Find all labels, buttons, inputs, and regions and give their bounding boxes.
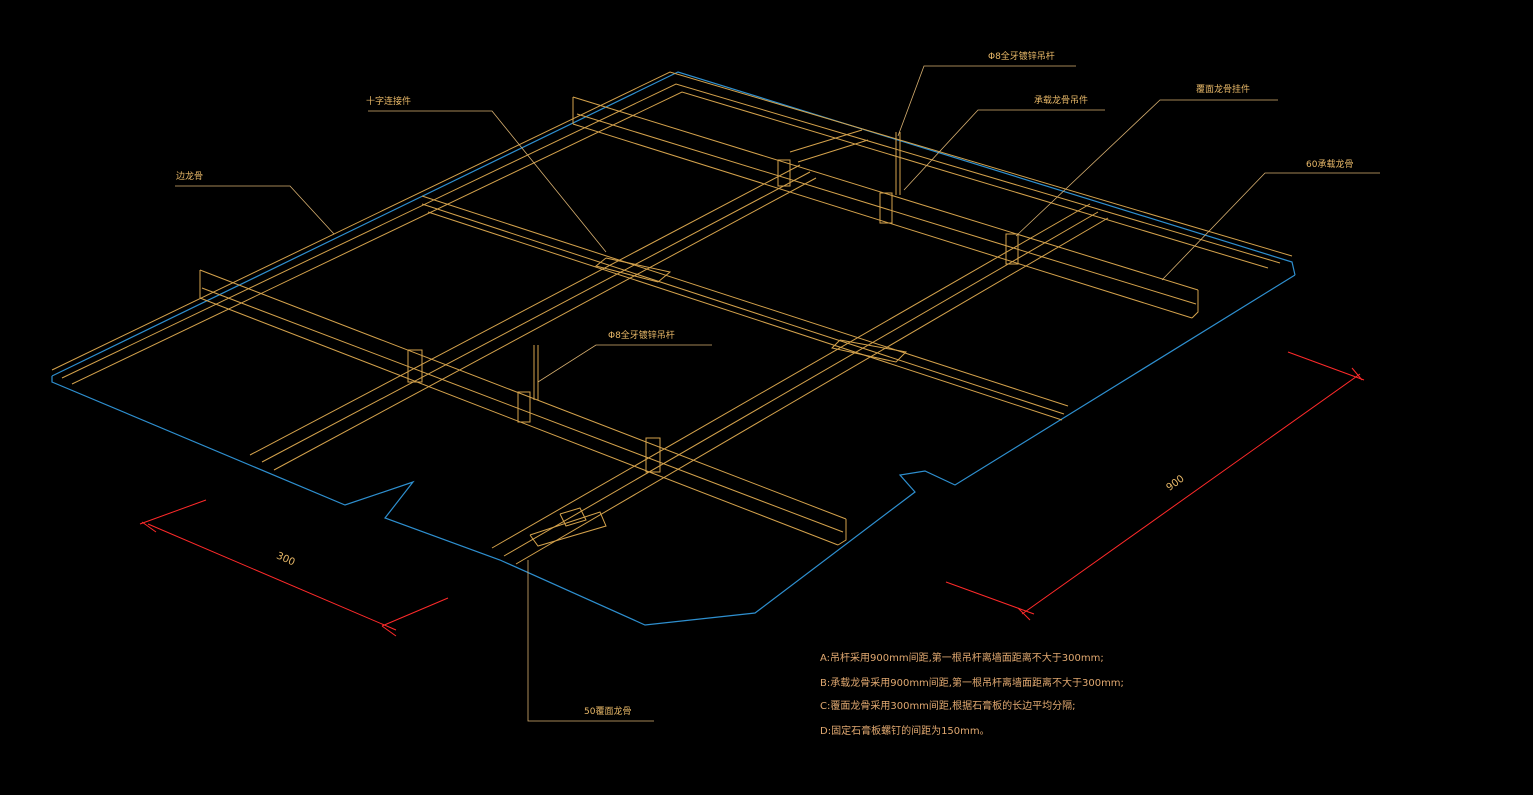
- cover-keel-a1: [421, 195, 1069, 407]
- main-keel-front-tail: [837, 519, 847, 546]
- cross-connector-2: [830, 339, 908, 363]
- cover-keel-b1-l: [249, 164, 801, 456]
- dimension-right-ext-2: [945, 581, 1035, 615]
- dimension-left-tick-2: [381, 625, 397, 637]
- label-main-keel-60: 60承载龙骨: [1306, 160, 1354, 170]
- dimension-left-ext-2: [381, 597, 449, 627]
- leader-rod-top: [897, 65, 1076, 137]
- main-keel-back-mid: [576, 113, 1197, 305]
- main-keel-front-top: [199, 269, 847, 520]
- dimension-right-ext-1: [1287, 351, 1365, 381]
- cover-keel-b2-l: [491, 203, 1091, 549]
- cover-keel-back-r: [797, 139, 869, 163]
- hanger-back-3: [1005, 233, 1019, 265]
- dimension-right-line: [1021, 373, 1361, 615]
- main-keel-front-mid: [201, 287, 844, 533]
- edge-keel-rail-outer: [51, 71, 1293, 371]
- label-rod-mid: Φ8全牙镀锌吊杆: [608, 331, 675, 341]
- cover-keel-b1-r: [261, 171, 811, 463]
- board-edge-top: [51, 71, 1296, 377]
- edge-keel-rail-inner: [61, 83, 1281, 379]
- leader-lines: [175, 65, 1380, 722]
- cross-connector-3: [529, 511, 607, 547]
- cover-keel-b2-r2: [515, 217, 1109, 565]
- hanger-front-1: [407, 349, 423, 383]
- dimension-lines: [139, 351, 1365, 637]
- leader-cross-connector: [368, 110, 607, 253]
- leader-main-keel-60: [1161, 172, 1380, 281]
- label-main-keel-hanger: 承载龙骨吊件: [1034, 96, 1089, 106]
- hanger-back-1: [777, 159, 791, 187]
- dimension-left-tick-1: [141, 521, 157, 533]
- label-edge-keel: 边龙骨: [176, 172, 204, 182]
- cover-keel-back-l: [789, 129, 863, 153]
- leader-main-keel-hanger: [903, 109, 1105, 191]
- leader-cover-keel-50: [527, 560, 654, 722]
- note-a: A:吊杆采用900mm间距,第一根吊杆离墙面距离不大于300mm;: [820, 653, 1104, 664]
- gypsum-board-outline: [51, 71, 1296, 626]
- label-cross-connector: 十字连接件: [366, 97, 412, 107]
- keel-framing: [51, 71, 1293, 565]
- leader-edge-keel: [175, 185, 335, 235]
- cross-connector-1: [594, 257, 672, 283]
- cover-keel-b1-r2: [273, 177, 817, 471]
- dimension-right-tick-1: [1351, 367, 1363, 381]
- hanger-front-2: [517, 391, 531, 423]
- cover-keel-a3: [427, 211, 1063, 421]
- cover-keel-a2: [421, 203, 1065, 415]
- dimension-right-tick-2: [1017, 607, 1031, 621]
- dimension-left-line: [147, 523, 397, 631]
- note-d: D:固定石膏板螺钉的间距为150mm。: [820, 726, 990, 737]
- main-keel-back-bot: [572, 123, 1193, 319]
- leader-rod-mid: [537, 344, 712, 383]
- edge-keel-rail-inner-2: [71, 91, 1269, 385]
- label-cover-keel-50: 50覆面龙骨: [584, 707, 632, 717]
- hanger-back-2: [879, 192, 893, 224]
- dimension-left-ext-1: [139, 499, 207, 525]
- hanger-front-3: [645, 437, 661, 473]
- main-keel-back-tail: [1191, 290, 1199, 319]
- label-rod-top: Φ8全牙镀锌吊杆: [988, 52, 1055, 62]
- label-cover-keel-hanger: 覆面龙骨挂件: [1196, 85, 1251, 95]
- leader-cover-keel-hanger: [1015, 99, 1278, 237]
- note-b: B:承载龙骨采用900mm间距,第一根吊杆离墙面距离不大于300mm;: [820, 678, 1124, 689]
- note-c: C:覆面龙骨采用300mm间距,根据石膏板的长边平均分隔;: [820, 701, 1076, 712]
- cover-keel-b2-r: [503, 211, 1099, 557]
- board-edge-left: [51, 274, 1296, 626]
- cross-connector-3b: [559, 507, 587, 527]
